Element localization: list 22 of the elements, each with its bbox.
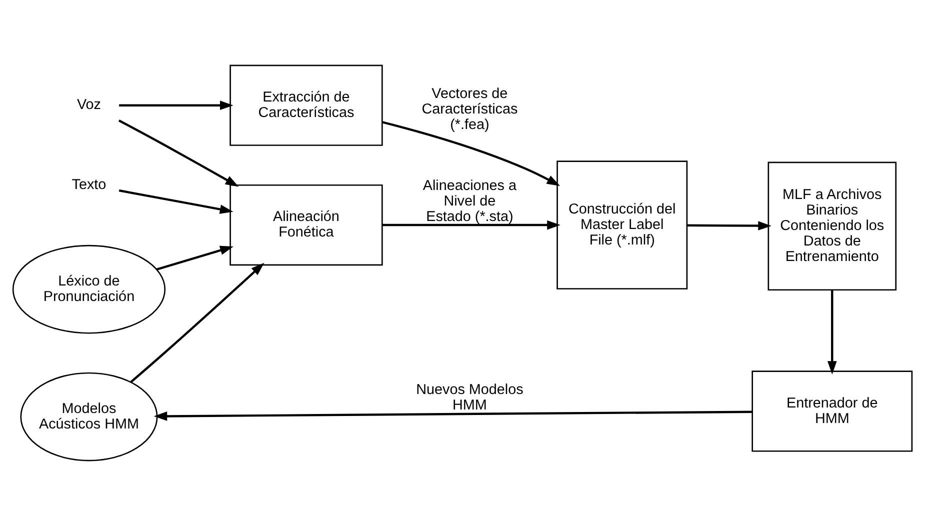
edge-label: Nuevos Modelos HMM <box>416 381 524 413</box>
arrow <box>382 120 560 186</box>
node-ellipse: Modelos Acústicos HMM <box>20 372 158 461</box>
node-text: Voz <box>76 96 101 113</box>
node-box: Construcción del Master Label File (*.mlf) <box>556 160 688 289</box>
arrow <box>382 220 560 230</box>
arrow <box>118 188 234 214</box>
arrow <box>130 262 264 382</box>
arrow <box>686 220 772 230</box>
arrow <box>118 119 239 186</box>
arrow <box>827 290 837 374</box>
node-box: MLF a Archivos Binarios Conteniendo los Datos de Entrenamiento <box>768 161 897 290</box>
node-box: Extracción de Características <box>230 64 383 146</box>
arrow <box>119 100 234 110</box>
edge-label: Vectores de Características (*.fea) <box>422 86 518 133</box>
node-box: Alineación Fonética <box>230 184 383 266</box>
arrow <box>156 245 234 270</box>
node-box: Entrenador de HMM <box>752 370 913 452</box>
arrow <box>154 410 752 420</box>
edge-label: Alineaciones a Nivel de Estado (*.sta) <box>422 178 517 225</box>
node-ellipse: Léxico de Pronunciación <box>12 244 166 334</box>
node-text: Texto <box>72 176 106 192</box>
